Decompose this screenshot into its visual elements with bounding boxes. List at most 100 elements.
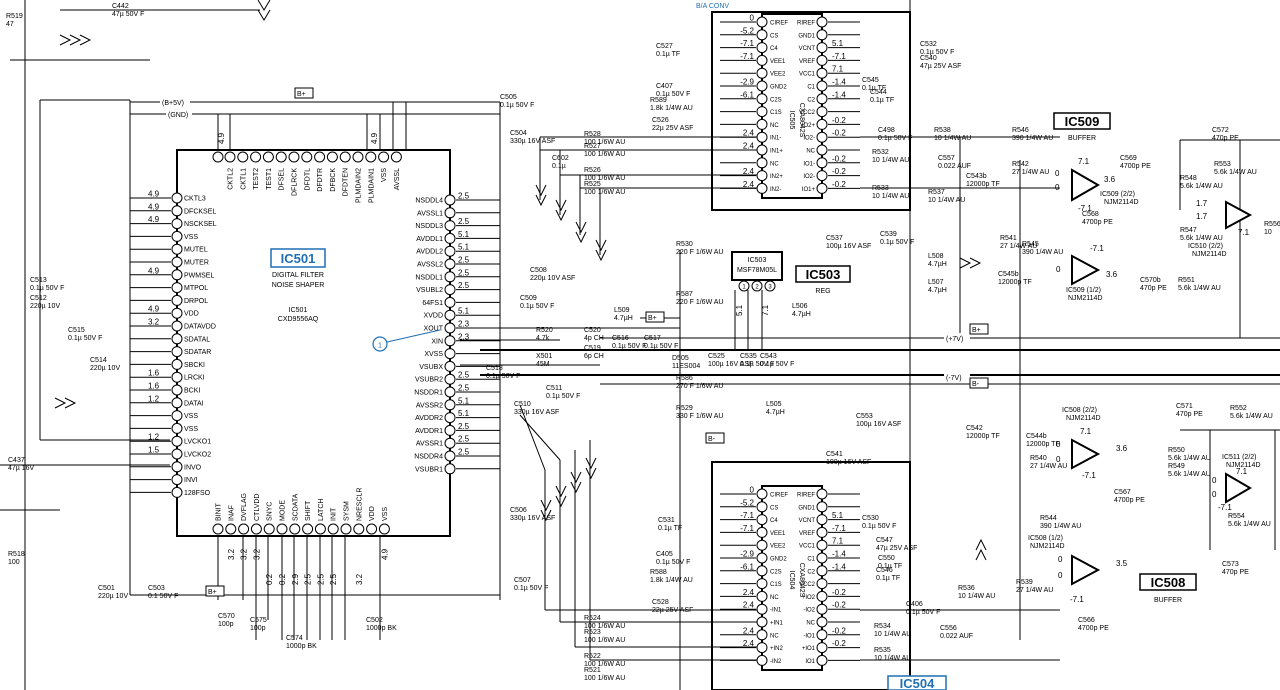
ic501-bottom-voltage: 2.5 <box>316 573 325 585</box>
ic501-bottom-pin-name: SNYC <box>267 502 274 521</box>
component-value: 0.1µ 50V F <box>30 285 64 292</box>
component-ref: C539 <box>880 231 897 238</box>
component-ref: R528 <box>584 131 601 138</box>
component-value: 0.1µ 50V F <box>878 135 912 142</box>
ic504-left-pin-name: +IN1 <box>770 621 784 627</box>
component-ref: C525 <box>708 353 725 360</box>
ic504-left-pin-name: CIREF <box>770 493 788 499</box>
ic501-left-pin <box>171 371 183 383</box>
ic505-left-pin-name: IN2- <box>770 187 781 193</box>
ic501-function-1: DIGITAL FILTER <box>272 272 324 279</box>
ic504-right-pin <box>816 642 828 654</box>
component-ref: R552 <box>1230 405 1247 412</box>
component-ref: C570 <box>218 613 235 620</box>
ic504-right-pin-name: +IO2 <box>802 595 816 601</box>
ic501-bottom-voltage: 4.9 <box>380 548 389 560</box>
pin1-marker: 1 <box>372 329 441 352</box>
component-value: 220µ 10V <box>90 365 120 372</box>
ic503-label: IC503 <box>806 267 841 282</box>
ic505-left-voltage: 0 <box>750 14 755 23</box>
ic505-part: CXA8042S <box>798 103 805 138</box>
component-ref: C547 <box>876 537 893 544</box>
ic501-left-pin-name: NSCKSEL <box>184 221 217 228</box>
ic501-right-pin <box>444 309 456 321</box>
component-ref: C504 <box>510 130 527 137</box>
ic501-left-pin <box>171 448 183 460</box>
ic501-left-pin <box>171 320 183 332</box>
component-ref: R532 <box>872 149 889 156</box>
ic505-left-voltage: 2.4 <box>743 142 755 151</box>
ic505-title: B/A CONV <box>696 3 729 10</box>
ic501-bottom-pin-name: INAF <box>228 505 235 521</box>
ic501-bottom-pin-name: SCDATA <box>292 493 299 521</box>
ic508a-part: NJM2114D <box>1066 415 1101 422</box>
component-value: 100p <box>250 625 266 632</box>
component-value: 27 1/4W AU <box>1030 463 1067 470</box>
ic504-left-pin <box>756 526 768 538</box>
ic508b-label: IC508 (1/2) <box>1028 535 1063 542</box>
ic509-label: IC509 <box>1065 114 1100 129</box>
ic511-v1: 7.1 <box>1236 467 1248 476</box>
component-ref: C540 <box>920 55 937 62</box>
ic501-right-voltage: 5.1 <box>458 243 470 252</box>
ic504-right-voltage: -0.2 <box>832 588 846 597</box>
component-value: 5.6k 1/4W AU <box>1178 285 1221 292</box>
component-ref: C571 <box>1176 403 1193 410</box>
ic504-right-voltage: -7.1 <box>832 524 846 533</box>
ic501-right-voltage: 2.5 <box>458 192 470 201</box>
ic501-left-pin-name: SBCKI <box>184 362 205 369</box>
ic501-left-pin <box>171 474 183 486</box>
component-ref: C519 <box>584 345 601 352</box>
ic501-left-pin-name: BCKI <box>184 388 200 395</box>
ic501-right-pin-name: VSUBR2 <box>415 377 443 384</box>
ic501-top-pin-name: DFDTL <box>304 168 311 191</box>
ic504-right-pin-name: VREF <box>799 531 815 537</box>
ic501-left-pin <box>171 256 183 268</box>
ic501-right-pin-name: AVSSR1 <box>416 441 443 448</box>
ic504-right-pin <box>816 629 828 641</box>
ic508-block: IC508 BUFFER <box>1139 573 1197 604</box>
ic509a-v5: 3.6 <box>1104 175 1116 184</box>
rail-gnd: (GND) <box>168 112 188 119</box>
component-ref: C507 <box>514 577 531 584</box>
component-value: 100 1/6W AU <box>584 637 625 644</box>
ic501-left-pin-name: MUTER <box>184 260 209 267</box>
ic508a-v4: -7.1 <box>1082 471 1096 480</box>
ic505-right-voltage: -1.4 <box>832 90 846 99</box>
ic509b-part: NJM2114D <box>1068 295 1103 302</box>
component-ref: C545b <box>998 271 1019 278</box>
component-ref: R586 <box>676 375 693 382</box>
ic501-bottom-pin <box>238 523 250 535</box>
ic501: CKTL34.9DFCKSEL4.9NSCKSEL4.9VSSMUTELMUTE… <box>130 132 500 585</box>
ic505-left-pin <box>756 80 768 92</box>
ic501-top-pin <box>237 151 249 163</box>
component-value: 390 1/4W AU <box>1022 249 1063 256</box>
component-ref: C515 <box>68 327 85 334</box>
component-value: 0.1µ <box>552 163 566 170</box>
component-value: 47µ 25V ASF <box>920 63 961 70</box>
component-ref: C543b <box>966 173 987 180</box>
ic505-left-pin <box>756 42 768 54</box>
ic509-sub: BUFFER <box>1068 135 1096 142</box>
opamp-ic509b: IC509 (1/2) NJM2114D -7.1 0 3.6 <box>1056 244 1118 302</box>
component-ref: R554 <box>1228 513 1245 520</box>
ic501-left-voltage: 1.6 <box>148 369 160 378</box>
ic504-right-pin-name: VCC2 <box>799 582 816 588</box>
ic504-right-pin <box>816 590 828 602</box>
ic501-top-pin-name: DFDTEN <box>343 168 350 196</box>
ic510-v1: 1.7 <box>1196 199 1208 208</box>
component-value: 4700p PE <box>1078 625 1109 632</box>
component-ref: C574 <box>286 635 303 642</box>
ic501-bottom-pin <box>302 523 314 535</box>
component-ref: C513 <box>30 277 47 284</box>
ic511-v3: 0 <box>1212 490 1217 499</box>
ic504-left-pin-name: -IN1 <box>770 608 782 614</box>
ic503-pin <box>764 280 776 292</box>
ic504-left-pin <box>756 552 768 564</box>
component-value: 6p CH <box>584 353 604 360</box>
component-ref: L509 <box>614 307 630 314</box>
component-ref: C545 <box>862 77 879 84</box>
ic505-right-pin-name: GND1 <box>798 33 815 39</box>
component-ref: R550 <box>1168 447 1185 454</box>
component-value: 220 F 1/6W AU <box>676 249 723 256</box>
